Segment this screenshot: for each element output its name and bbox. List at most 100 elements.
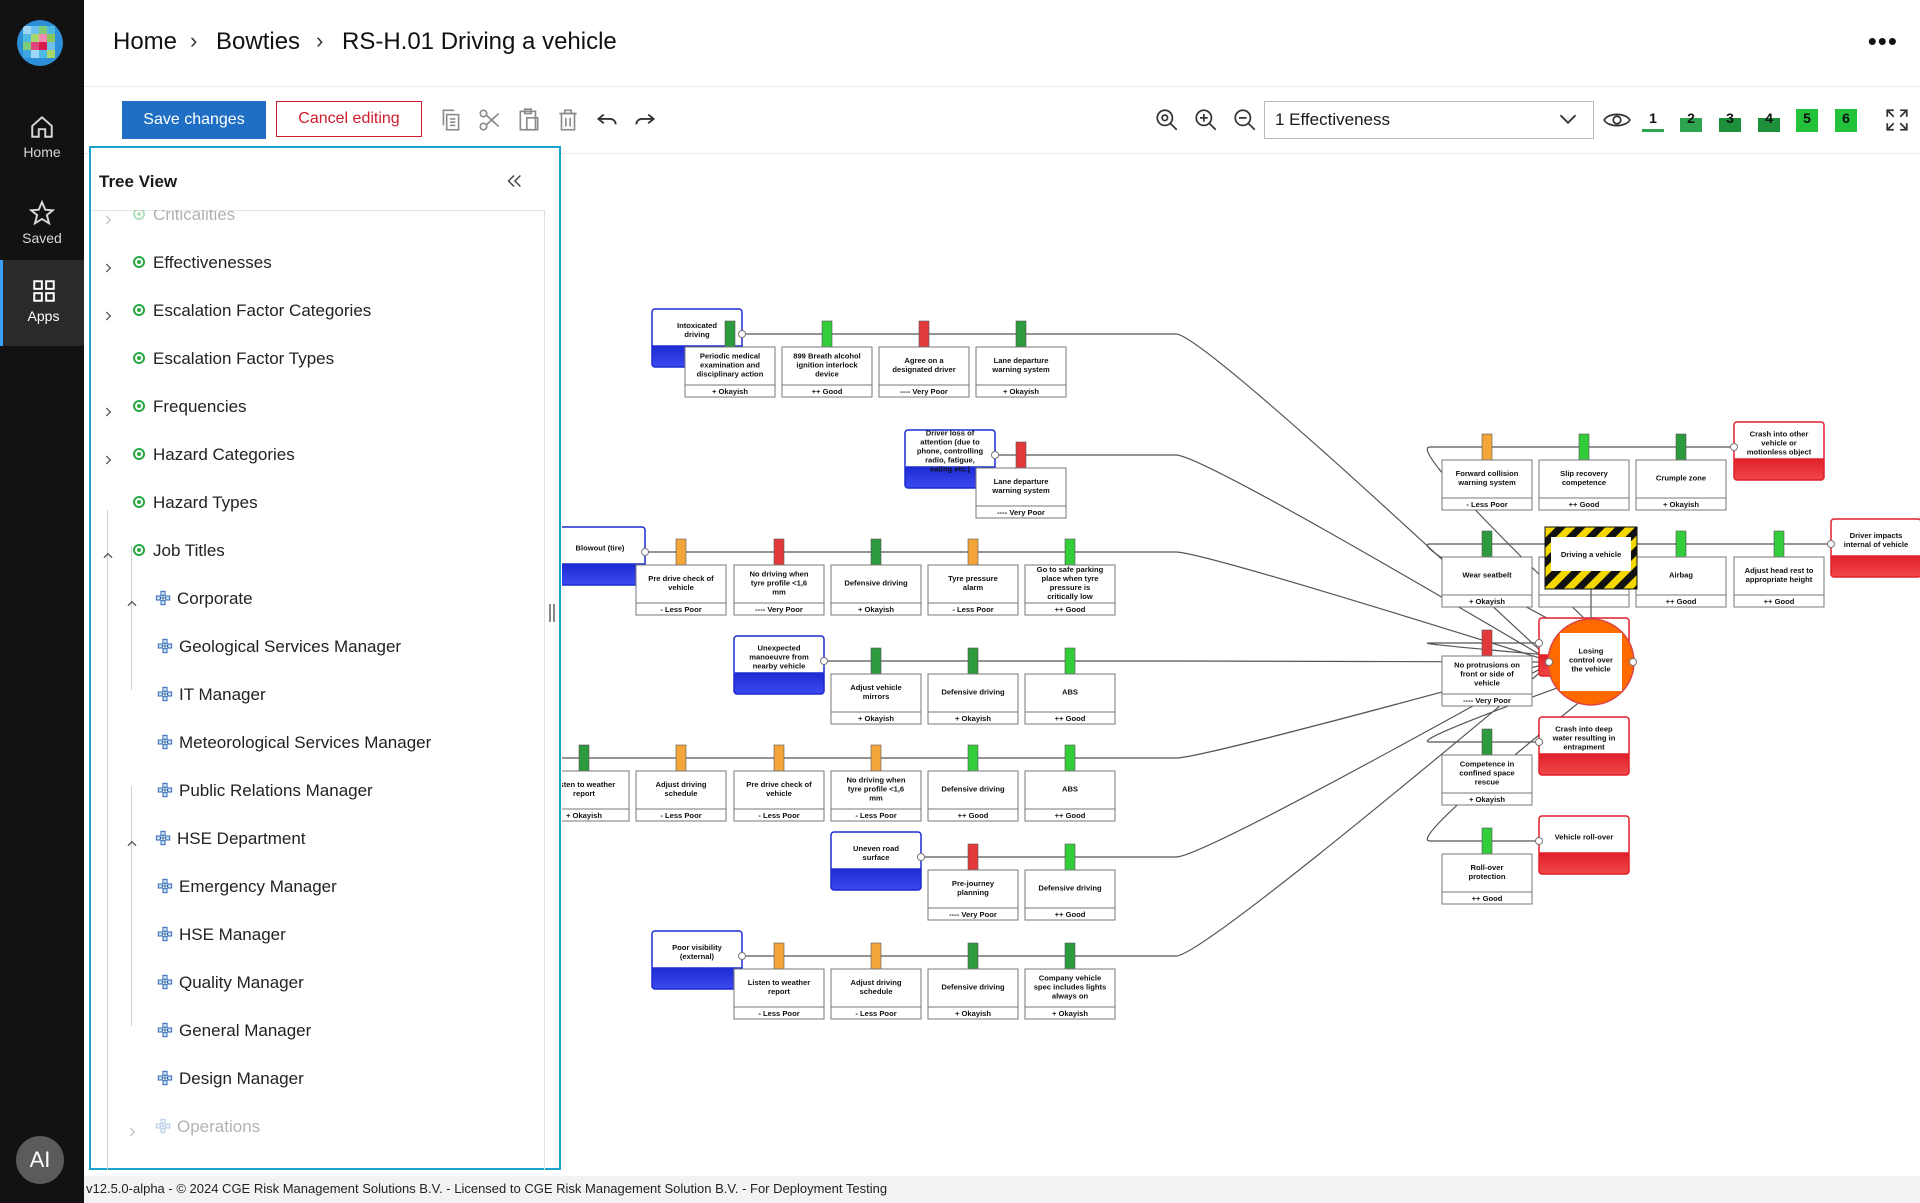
tree-scrollbar[interactable] [544,210,545,1170]
barrier-box[interactable] [1024,564,1116,604]
eye-icon[interactable] [1602,107,1632,133]
barrier-box[interactable] [733,564,825,604]
threat-branch[interactable]: Slippery roadconditionsListen to weather… [562,733,1116,822]
barrier-box[interactable] [1441,655,1533,695]
barrier[interactable]: Defensive driving++ Good [1024,843,1116,921]
barrier-box[interactable] [830,564,922,604]
copy-icon[interactable] [438,107,464,133]
threat-branch[interactable]: Blowout (tire)Pre drive check ofvehicle-… [562,526,1116,616]
hazard-node[interactable]: Driving a vehicle [1544,526,1638,626]
level-5-toggle[interactable]: 5 [1796,109,1818,132]
delete-icon[interactable] [555,107,581,133]
ai-assistant-button[interactable]: AI [16,1136,64,1184]
barrier-box[interactable] [927,564,1019,604]
barrier-box[interactable] [1538,459,1630,499]
collapse-handle-icon[interactable] [1730,443,1738,451]
chevron-right-icon[interactable] [101,213,115,227]
paste-icon[interactable] [516,107,542,133]
collapse-handle-icon[interactable] [738,952,746,960]
barrier-box[interactable] [1024,673,1116,713]
chevron-up-icon[interactable] [101,549,115,563]
zoom-in-icon[interactable] [1193,107,1219,133]
barrier-box[interactable] [733,968,825,1008]
barrier-box[interactable] [684,346,776,386]
nav-saved[interactable]: Saved [0,182,84,262]
collapse-handle-icon[interactable] [641,548,649,556]
barrier[interactable]: Defensive driving++ Good [927,744,1019,822]
collapse-handle-icon[interactable] [738,330,746,338]
collapse-handle-icon[interactable] [1535,639,1543,647]
barrier-box[interactable] [975,346,1067,386]
barrier-box[interactable] [635,770,727,810]
barrier-box[interactable] [733,770,825,810]
breadcrumb-home[interactable]: Home [113,28,178,55]
barrier-box[interactable] [830,770,922,810]
barrier-box[interactable] [1024,869,1116,909]
redo-icon[interactable] [632,107,658,133]
barrier[interactable]: ABS++ Good [1024,744,1116,822]
nav-apps[interactable]: Apps [0,260,84,346]
chevron-up-icon[interactable] [125,597,139,611]
level-1-toggle[interactable]: 1 [1642,109,1664,132]
threat-branch[interactable]: Poor visibility(external)Listen to weath… [651,930,1116,1020]
level-4-toggle[interactable]: 4 [1758,109,1780,132]
chevron-right-icon[interactable] [101,453,115,467]
collapse-handle-icon[interactable] [1827,540,1835,548]
barrier[interactable]: Defensive driving+ Okayish [927,647,1019,725]
barrier[interactable]: Crumple zone+ Okayish [1635,433,1727,511]
save-changes-button[interactable]: Save changes [122,101,266,139]
nav-home[interactable]: Home [0,96,84,176]
barrier-box[interactable] [830,968,922,1008]
cancel-editing-button[interactable]: Cancel editing [276,101,422,137]
undo-icon[interactable] [594,107,620,133]
collapse-handle-icon[interactable] [917,853,925,861]
zoom-out-icon[interactable] [1232,107,1258,133]
barrier-box[interactable] [1441,556,1533,596]
chevron-right-icon[interactable] [101,261,115,275]
barrier-box[interactable] [1024,770,1116,810]
collapse-handle-icon[interactable] [1545,658,1553,666]
chevron-up-icon[interactable] [125,837,139,851]
view-mode-select[interactable]: 1 Effectiveness [1264,101,1594,139]
barrier-box[interactable] [1635,459,1727,499]
barrier[interactable]: Defensive driving+ Okayish [927,942,1019,1020]
collapse-panel-icon[interactable] [503,170,525,192]
barrier[interactable]: Defensive driving+ Okayish [830,538,922,616]
more-options-icon[interactable]: ••• [1867,26,1898,56]
chevron-right-icon[interactable] [125,1125,139,1139]
breadcrumb-bowties[interactable]: Bowties [216,28,301,55]
panel-resize-handle[interactable] [549,604,555,622]
barrier-box[interactable] [1733,556,1825,596]
level-6-toggle[interactable]: 6 [1835,109,1857,132]
collapse-handle-icon[interactable] [820,657,828,665]
app-logo[interactable] [17,20,63,66]
barrier-box[interactable] [635,564,727,604]
collapse-handle-icon[interactable] [991,451,999,459]
consequence-box[interactable] [1538,815,1630,875]
zoom-fit-icon[interactable] [1154,107,1180,133]
